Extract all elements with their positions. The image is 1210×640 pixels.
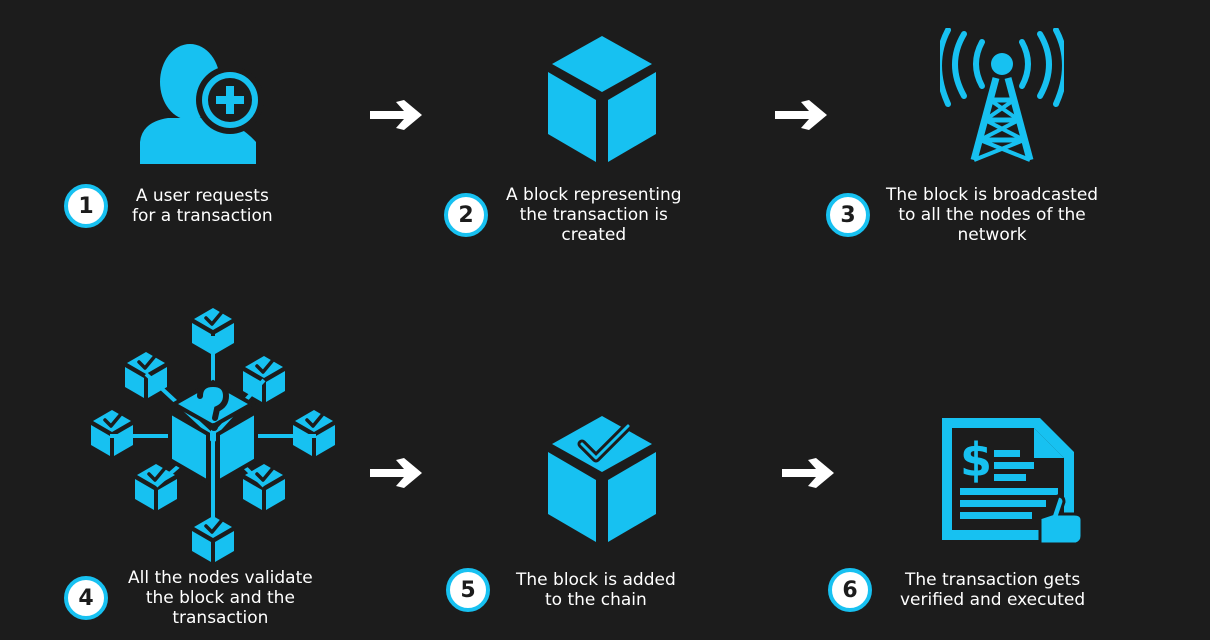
step-3: 3 The block is broadcasted to all the no… [826,185,1098,245]
user-add-icon [140,44,264,164]
step-description: A user requests for a transaction [132,186,273,226]
step-description: A block representing the transaction is … [506,185,682,245]
step-number-badge: 1 [64,184,108,228]
step-description: The transaction gets verified and execut… [900,570,1086,610]
svg-text:$: $ [960,433,992,487]
arrow-right-icon [775,100,827,130]
step-number-badge: 5 [446,568,490,612]
step-description: The block is broadcasted to all the node… [886,185,1099,245]
step-description: The block is added to the chain [516,570,676,610]
step-5: 5 The block is added to the chain [446,568,676,612]
block-check-icon [548,416,656,542]
verified-document-icon: $ [942,418,1084,546]
step-number-badge: 4 [64,576,108,620]
block-cube-icon [548,36,656,162]
step-2: 2 A block representing the transaction i… [444,185,682,245]
node-network-icon [89,306,337,564]
arrow-right-icon [370,100,422,130]
arrow-right-icon [782,458,834,488]
step-4: 4 All the nodes validate the block and t… [64,568,313,628]
step-number-badge: 6 [828,568,872,612]
step-6: 6 The transaction gets verified and exec… [828,568,1085,612]
step-number-badge: 3 [826,193,870,237]
arrow-right-icon [370,458,422,488]
step-description: All the nodes validate the block and the… [128,568,313,628]
step-number-badge: 2 [444,193,488,237]
broadcast-tower-icon [940,28,1064,162]
step-1: 1 A user requests for a transaction [64,184,273,228]
